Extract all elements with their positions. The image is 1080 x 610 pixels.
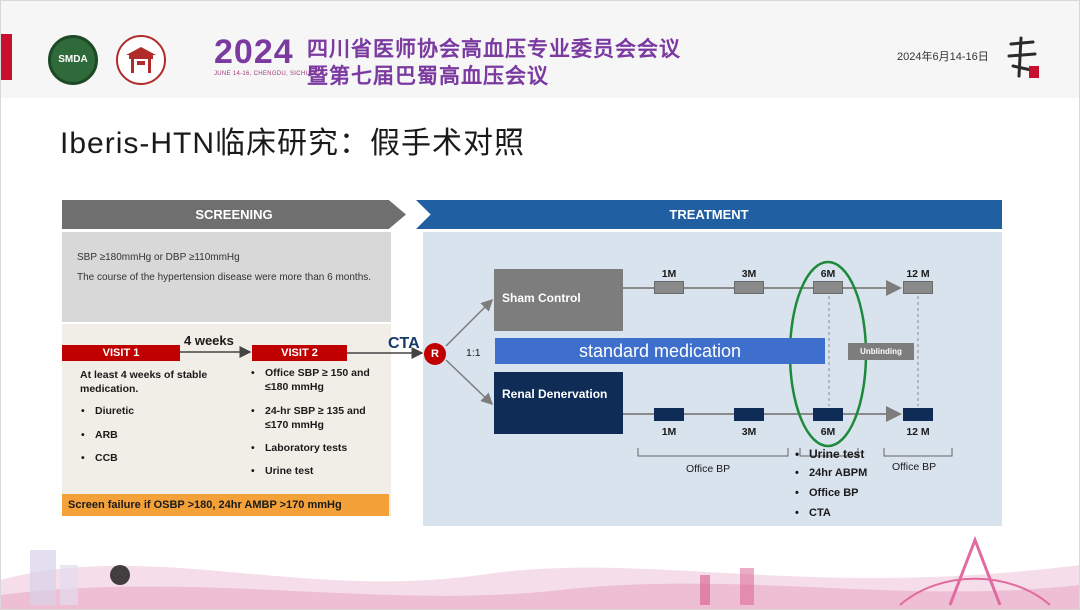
visit2-item-lab-tests: Laboratory tests [251, 441, 347, 455]
gate-logo [116, 35, 166, 85]
criteria-duration: The course of the hypertension disease w… [77, 272, 372, 283]
visit1-item-diuretic: Diuretic [81, 404, 134, 418]
renal-visit-marker [903, 408, 933, 421]
randomization-node: R [424, 343, 446, 365]
visit1-intro: At least 4 weeks of stable medication. [80, 369, 208, 395]
renal-denervation-arm: Renal Denervation [494, 372, 623, 434]
visit-interval: 4 weeks [184, 333, 234, 348]
renal-visit-marker [813, 408, 843, 421]
six-month-test-cta: CTA [795, 507, 831, 519]
six-month-test-office-bp: Office BP [795, 487, 858, 499]
sham-tp-1m: 1M [661, 268, 677, 280]
office-bp-bracket-left [637, 448, 789, 457]
sham-visit-marker [813, 281, 843, 294]
renal-branch-arrow [445, 359, 494, 406]
calligraphy-seal-icon [1007, 36, 1039, 78]
renal-tp-1m: 1M [661, 426, 677, 438]
screen-failure-note: Screen failure if OSBP >180, 24hr AMBP >… [62, 494, 389, 516]
six-month-test-abpm: 24hr ABPM [795, 467, 867, 479]
footer-decoration [0, 535, 1080, 610]
renal-tp-12m: 12 M [906, 426, 930, 438]
renal-tp-6m: 6M [820, 426, 836, 438]
renal-visit-marker [734, 408, 764, 421]
office-bp-bracket-right [883, 448, 953, 457]
unblinding-box: Unblinding [848, 343, 914, 360]
slide-title: Iberis-HTN临床研究：假手术对照 [60, 127, 526, 160]
sham-tp-3m: 3M [741, 268, 757, 280]
criteria-bp: SBP ≥180mmHg or DBP ≥110mmHg [77, 252, 240, 263]
cta-label: CTA [388, 335, 420, 352]
office-bp-right: Office BP [892, 461, 937, 473]
smda-logo-text: SMDA [58, 54, 88, 65]
sham-control-arm: Sham Control [494, 269, 623, 331]
visit1-item-arb: ARB [81, 428, 118, 442]
visit2-item-urine-test: Urine test [251, 464, 314, 478]
visit2-label: VISIT 2 [252, 345, 347, 361]
header-band [0, 0, 1080, 98]
conference-title-line2: 暨第七届巴蜀高血压会议 [307, 65, 549, 88]
header-accent-bar [0, 34, 12, 80]
office-bp-left: Office BP [686, 463, 731, 475]
conference-location: JUNE 14-16, CHENGDU, SICHUAN [214, 71, 320, 77]
conference-date: 2024年6月14-16日 [897, 51, 989, 63]
six-month-test-urine: Urine test [795, 447, 864, 461]
conference-title-line1: 四川省医师协会高血压专业委员会会议 [307, 38, 681, 61]
gate-icon [126, 47, 156, 73]
screening-header: SCREENING [62, 200, 406, 229]
visit1-item-ccb: CCB [81, 451, 118, 465]
visit1-label: VISIT 1 [62, 345, 180, 361]
panda-icon [110, 565, 130, 585]
sham-visit-marker [734, 281, 764, 294]
randomization-ratio: 1:1 [466, 347, 481, 359]
renal-visit-marker [654, 408, 684, 421]
smda-logo: SMDA [48, 35, 98, 85]
inclusion-criteria-panel [62, 232, 391, 322]
standard-medication-bar: standard medication [495, 338, 825, 364]
conference-year: 2024 [214, 33, 294, 71]
renal-tp-3m: 3M [741, 426, 757, 438]
sham-visit-marker [903, 281, 933, 294]
visit2-item-office-sbp: Office SBP ≥ 150 and ≤180 mmHg [251, 366, 383, 394]
sham-tp-12m: 12 M [906, 268, 930, 280]
sham-tp-6m: 6M [820, 268, 836, 280]
visit2-item-24hr-sbp: 24-hr SBP ≥ 135 and ≤170 mmHg [251, 404, 383, 432]
treatment-header: TREATMENT [416, 200, 1002, 229]
sham-branch-arrow [445, 298, 494, 347]
sham-visit-marker [654, 281, 684, 294]
